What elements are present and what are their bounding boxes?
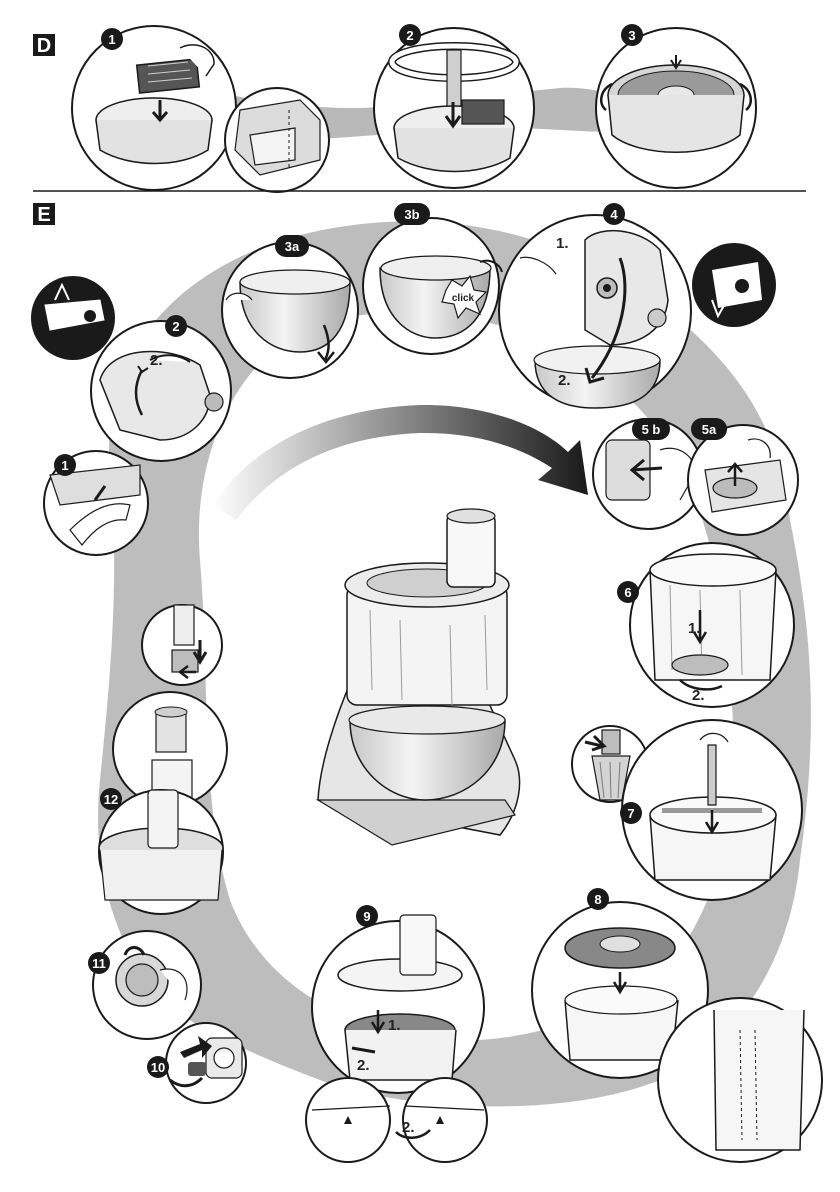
step-e9-label-two: 2. [357,1057,370,1074]
step-e8-number: 8 [594,892,601,907]
step-e7-badge: 7 [620,802,642,824]
step-e2-illustration: 2. [91,321,231,461]
step-e3b-badge: 3b [394,203,430,225]
step-e2-orientation-icon [31,276,115,360]
step-e12-middle-inset [113,692,227,806]
step-e2-number: 2 [172,319,179,334]
step-e12-top-inset [142,605,222,685]
step-e4-orientation-icon [692,243,776,327]
step-e10-illustration [166,1023,246,1103]
step-e11-badge: 11 [88,952,110,974]
step-e4-label-two: 2. [558,372,571,389]
step-d3-illustration [596,28,756,188]
step-e9-badge: 9 [356,905,378,927]
section-e: E 1 [31,203,822,1162]
step-e9-detail-left [306,1078,390,1162]
section-e-letter: E [37,204,50,226]
step-e10-badge: 10 [147,1056,169,1078]
step-e5a-number: 5a [702,422,717,437]
step-e11-number: 11 [92,956,106,971]
step-e4-number: 4 [610,207,618,222]
step-e5a-illustration [688,425,798,535]
step-e1-badge: 1 [54,454,76,476]
step-e6-illustration: 1. 2. [630,543,794,707]
click-callout: click [452,293,475,304]
step-e4-label-one: 1. [556,235,569,252]
step-e9-label-one: 1. [388,1017,401,1034]
step-e11-illustration [93,931,201,1039]
step-d1-detail-inset [225,88,329,192]
step-e6-number: 6 [624,585,631,600]
step-e1-number: 1 [61,458,68,473]
step-e4-illustration: 1. 2. [499,215,691,408]
step-e2-badge: 2 [165,315,187,337]
step-e3a-badge: 3a [275,235,309,257]
step-e9-detail-label-two: 2. [402,1119,415,1136]
step-e5b-number: 5 b [642,422,661,437]
step-e7-number: 7 [627,806,634,821]
step-e9-illustration: 1. 2. [312,915,484,1093]
step-d2-badge: 2 [399,24,421,46]
step-d1-illustration [72,26,236,190]
step-e10-number: 10 [151,1060,165,1075]
step-e9-number: 9 [363,909,370,924]
step-e12-illustration [99,790,223,914]
step-e3a-illustration [222,242,358,378]
step-e8-badge: 8 [587,888,609,910]
section-d-letter: D [37,35,51,57]
step-e8-detail-inset [658,998,822,1162]
step-d3-badge: 3 [621,24,643,46]
step-e2-label-two: 2. [150,352,163,369]
step-d1-number: 1 [108,32,115,47]
section-d: D 1 [33,24,756,192]
step-e4-badge: 4 [603,203,625,225]
step-e7-illustration [622,720,802,900]
step-d2-number: 2 [406,28,413,43]
step-d3-number: 3 [628,28,635,43]
step-e12-number: 12 [104,792,118,807]
step-e5b-badge: 5 b [632,418,670,440]
step-d1-badge: 1 [101,28,123,50]
step-e6-label-one: 1. [688,620,701,637]
step-e6-badge: 6 [617,581,639,603]
step-e3b-number: 3b [404,207,419,222]
step-e5a-badge: 5a [691,418,727,440]
assembled-food-processor [318,509,520,845]
step-e3a-number: 3a [285,239,300,254]
step-d2-illustration [374,28,534,188]
step-e6-label-two: 2. [692,687,705,704]
rotation-direction-arrow [213,405,588,520]
step-e12-badge: 12 [100,788,122,810]
